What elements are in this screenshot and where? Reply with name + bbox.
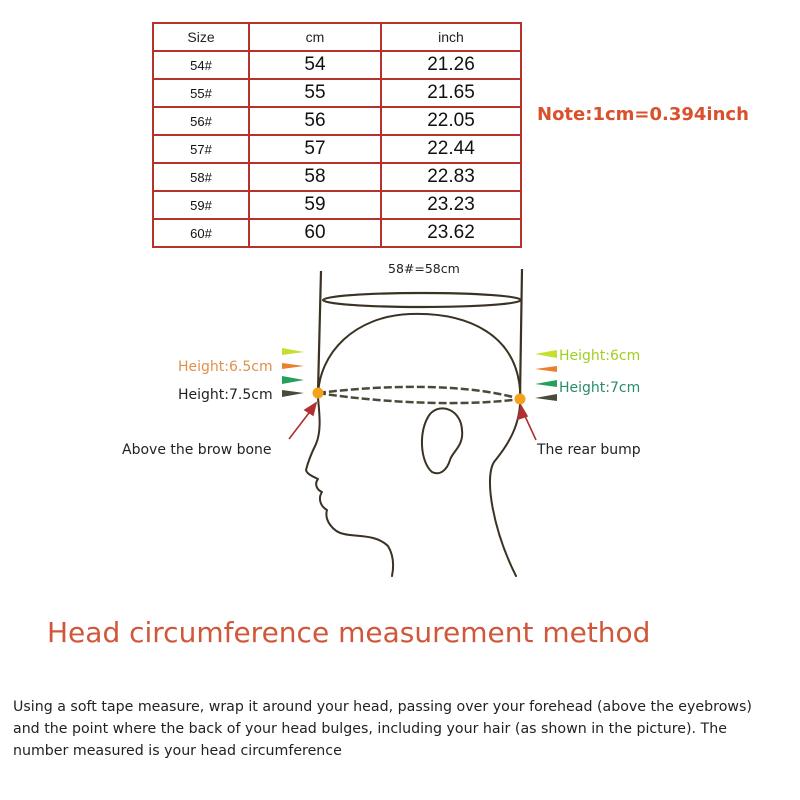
- left-height-label-2: Height:7.5cm: [178, 387, 273, 403]
- arrow-yellow-green: [282, 348, 304, 355]
- header-cm: cm: [248, 22, 382, 52]
- right-height-arrows: [535, 350, 557, 401]
- ear-outline: [420, 407, 464, 475]
- cm-cell: 55: [248, 78, 382, 108]
- table-row: 55# 55 21.65: [152, 78, 522, 108]
- top-measure-label: 58#=58cm: [388, 261, 460, 276]
- cm-cell: 54: [248, 50, 382, 80]
- brow-pointer-line: [288, 408, 313, 440]
- brow-pointer-head: [303, 401, 318, 417]
- arrow-dark: [535, 394, 557, 401]
- tape-back-path: [317, 391, 521, 405]
- table-row: 56# 56 22.05: [152, 106, 522, 136]
- size-cell: 54#: [152, 50, 250, 80]
- table-row: 60# 60 23.62: [152, 218, 522, 248]
- table-row: 54# 54 21.26: [152, 50, 522, 80]
- left-height-arrows: [282, 348, 304, 397]
- head-profile-path: [305, 312, 522, 577]
- head-outline: [305, 312, 522, 577]
- rear-measure-point: [514, 393, 526, 405]
- inch-cell: 23.62: [380, 218, 522, 248]
- arrow-yellow-green: [535, 350, 557, 358]
- inch-cell: 21.65: [380, 78, 522, 108]
- arrow-dark: [282, 390, 304, 397]
- brow-measure-point: [312, 387, 324, 399]
- frame-right-post: [518, 268, 524, 399]
- size-cell: 59#: [152, 190, 250, 220]
- sizer-ring: [321, 291, 523, 309]
- cm-cell: 57: [248, 134, 382, 164]
- conversion-note: Note:1cm=0.394inch: [537, 104, 749, 125]
- arrow-green: [282, 376, 304, 384]
- header-size: Size: [152, 22, 250, 52]
- inch-cell: 23.23: [380, 190, 522, 220]
- left-height-label-1: Height:6.5cm: [178, 359, 273, 375]
- inch-cell: 22.83: [380, 162, 522, 192]
- size-cell: 57#: [152, 134, 250, 164]
- cm-cell: 58: [248, 162, 382, 192]
- table-row: 59# 59 23.23: [152, 190, 522, 220]
- right-height-label-2: Height:7cm: [559, 380, 640, 396]
- pointer-arrows: [288, 401, 537, 441]
- header-inch: inch: [380, 22, 522, 52]
- size-table: Size cm inch 54# 54 21.26 55# 55 21.65 5…: [152, 22, 522, 248]
- sizer-frame: [316, 268, 524, 399]
- size-cell: 56#: [152, 106, 250, 136]
- size-cell: 55#: [152, 78, 250, 108]
- rear-pointer-line: [523, 413, 537, 441]
- cm-cell: 56: [248, 106, 382, 136]
- cm-cell: 60: [248, 218, 382, 248]
- inch-cell: 22.44: [380, 134, 522, 164]
- cm-cell: 59: [248, 190, 382, 220]
- head-measurement-diagram: 58#=58cm Height:6.5cm Height:7.5cm Heigh…: [122, 261, 641, 577]
- rear-point-label: The rear bump: [536, 442, 641, 458]
- table-row: 57# 57 22.44: [152, 134, 522, 164]
- right-height-label-1: Height:6cm: [559, 348, 640, 364]
- size-cell: 60#: [152, 218, 250, 248]
- arrow-green: [535, 380, 557, 387]
- table-row: 58# 58 22.83: [152, 162, 522, 192]
- tape-front-path: [317, 385, 521, 401]
- brow-point-label: Above the brow bone: [122, 442, 272, 458]
- arrow-orange: [535, 366, 557, 372]
- size-cell: 58#: [152, 162, 250, 192]
- table-header-row: Size cm inch: [152, 22, 522, 52]
- frame-left-post: [316, 270, 323, 393]
- rear-pointer-head: [516, 403, 529, 421]
- inch-cell: 22.05: [380, 106, 522, 136]
- arrow-orange: [282, 363, 304, 369]
- page-title: Head circumference measurement method: [47, 616, 651, 649]
- inch-cell: 21.26: [380, 50, 522, 80]
- tape-measure: [317, 385, 521, 405]
- instructions-text: Using a soft tape measure, wrap it aroun…: [13, 699, 752, 759]
